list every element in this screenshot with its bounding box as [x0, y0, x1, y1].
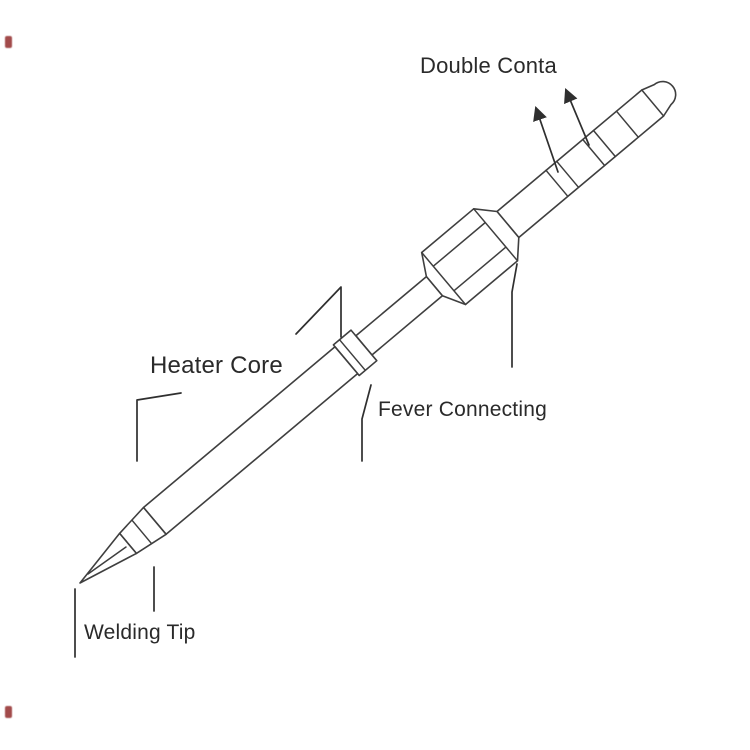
welding-tip-facet-line: [87, 546, 127, 575]
red-artifact-mark-bottom: [5, 706, 12, 718]
contact-pin-shape: [496, 80, 677, 239]
label-double-contact: Double Conta: [420, 53, 557, 78]
contact-pin-band-lines: [545, 89, 665, 198]
double-contact-arrow-1: [533, 105, 559, 173]
hex-flange-facet-lines: [420, 208, 519, 306]
red-artifact-mark-top: [5, 36, 12, 48]
tip-collar-mid-line: [131, 519, 153, 545]
label-heater-core: Heater Core: [150, 352, 283, 379]
label-fever-connecting: Fever Connecting: [378, 398, 547, 421]
label-welding-tip: Welding Tip: [84, 621, 196, 644]
neck-shaft-shape: [355, 275, 444, 356]
fever-connecting-bracket-left: [361, 384, 372, 462]
double-contact-arrow-2: [564, 88, 590, 146]
connecting-ring-inner-line: [338, 338, 367, 372]
fever-connecting-bracket-right: [511, 263, 518, 368]
heater-core-bracket-left: [136, 392, 182, 462]
heater-core-bracket-right: [295, 286, 342, 338]
welding-tip-shape: [79, 532, 138, 584]
